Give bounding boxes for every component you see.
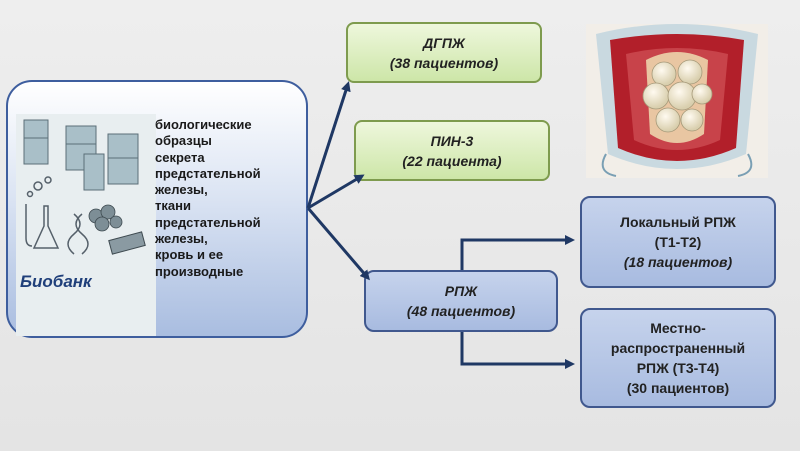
local-cancer-title: Локальный РПЖ (620, 214, 736, 230)
advanced-cancer-stage: РПЖ (Т3-Т4) (636, 360, 720, 376)
dna-icon (67, 213, 89, 255)
arrow-to-local-cancer (460, 235, 575, 270)
biobank-item: железы, (155, 182, 208, 198)
refrigerator-icon (107, 133, 139, 185)
lab-illustration (16, 114, 156, 336)
local-cancer-count: (18 пациентов) (623, 254, 733, 270)
biobank-title: Биобанк (20, 272, 92, 291)
advanced-cancer-title-1: Местно- (650, 320, 706, 336)
arrow-to-advanced-cancer (460, 332, 575, 369)
bph-title: ДГПЖ (423, 34, 465, 51)
local-cancer-box: Локальный РПЖ (Т1-Т2) (18 пациентов) (580, 196, 776, 288)
specimen-photo (586, 24, 768, 178)
cancer-box: РПЖ (48 пациентов) (364, 270, 558, 332)
biobank-item: биологические (155, 117, 252, 132)
prostate-illustration-icon (586, 24, 768, 178)
pin3-box: ПИН-3 (22 пациента) (354, 120, 550, 181)
biobank-item: предстательной (155, 214, 261, 230)
local-cancer-stage: (Т1-Т2) (654, 234, 702, 250)
flask-icon (32, 205, 60, 249)
biobank-item: секрета (155, 149, 205, 165)
biobank-item: кровь и ее (155, 247, 224, 263)
pin3-title: ПИН-3 (430, 132, 474, 149)
arrow-to-cancer (306, 207, 370, 281)
biobank-item: производные (155, 263, 244, 279)
arrow-to-pin3 (307, 174, 365, 210)
bph-count: (38 пациентов) (389, 54, 499, 71)
test-tube-icon (25, 204, 33, 247)
bph-box: ДГПЖ (38 пациентов) (346, 22, 542, 83)
pin3-count: (22 пациента) (402, 152, 502, 169)
biobank-item: железы, (155, 231, 208, 247)
biobank-item: ткани (155, 198, 191, 214)
biobank-samples-list: биологические образцы секрета предстател… (155, 117, 305, 280)
refrigerator-icon (23, 119, 49, 165)
lab-equipment-icon (23, 119, 146, 255)
advanced-cancer-count: (30 пациентов) (626, 380, 730, 396)
cancer-count: (48 пациентов) (406, 303, 516, 319)
advanced-cancer-title-2: распространенный (610, 340, 746, 356)
cancer-title: РПЖ (444, 283, 478, 299)
arrow-to-bph (306, 81, 351, 209)
refrigerator-icon (83, 153, 105, 191)
cells-icon (88, 204, 123, 232)
biobank-item: предстательной (155, 165, 261, 181)
advanced-cancer-box: Местно- распространенный РПЖ (Т3-Т4) (30… (580, 308, 776, 408)
biobank-item: образцы (155, 133, 212, 149)
device-icon (108, 231, 146, 255)
